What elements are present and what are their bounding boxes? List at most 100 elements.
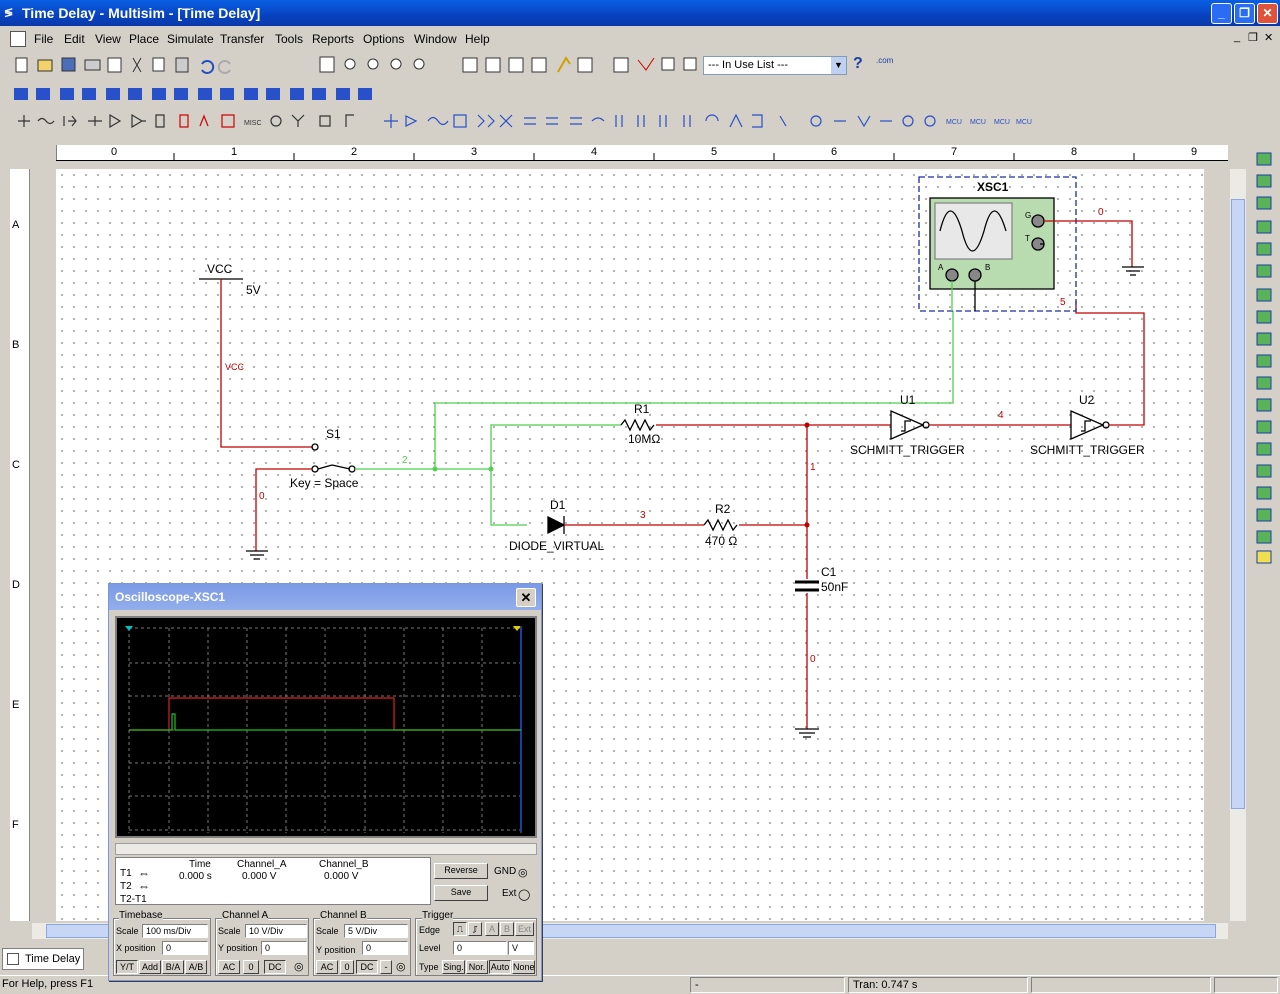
- close-button[interactable]: ✕: [1257, 3, 1278, 24]
- ruler-vertical: A B C D E F: [10, 169, 30, 921]
- maximize-button[interactable]: ❐: [1234, 3, 1255, 24]
- save-button[interactable]: Save: [434, 885, 488, 901]
- vertical-scrollbar[interactable]: [1230, 169, 1246, 921]
- trigger-ext-button[interactable]: Ext: [515, 922, 534, 936]
- channel-a-dc-button[interactable]: DC: [264, 960, 286, 974]
- trigger-sing-button[interactable]: Sing.: [442, 960, 465, 974]
- mdi-close-button[interactable]: ✕: [1264, 32, 1274, 44]
- net-0-label-3: 0: [1098, 207, 1104, 218]
- ext-terminal-icon[interactable]: ◯: [518, 889, 531, 901]
- channel-a-zero-button[interactable]: 0: [243, 960, 259, 974]
- readout-t2t1: T2-T1: [120, 894, 147, 905]
- oscilloscope-screen[interactable]: [115, 616, 537, 838]
- mdi-minimize-button[interactable]: _: [1234, 31, 1241, 43]
- menu-file[interactable]: File: [34, 32, 54, 46]
- t2-arrows-icon[interactable]: ⇔: [138, 879, 150, 893]
- timebase-scale-field[interactable]: 100 ms/Div: [142, 924, 208, 938]
- oscilloscope-title-bar[interactable]: Oscilloscope-XSC1 ✕: [109, 584, 541, 610]
- menu-tools[interactable]: Tools: [275, 32, 304, 46]
- document-icon[interactable]: [10, 31, 26, 47]
- ba-button[interactable]: B/A: [162, 960, 184, 974]
- tab-time-delay[interactable]: Time Delay: [2, 948, 84, 970]
- s1-key-label: Key = Space: [290, 476, 359, 490]
- trigger-level-field[interactable]: 0: [453, 941, 507, 955]
- vertical-scroll-thumb[interactable]: [1231, 199, 1245, 809]
- menu-transfer[interactable]: Transfer: [220, 32, 265, 46]
- trigger-none-button[interactable]: None: [512, 960, 535, 974]
- channel-b-ac-button[interactable]: AC: [316, 960, 338, 974]
- menu-window[interactable]: Window: [414, 32, 457, 46]
- menu-reports[interactable]: Reports: [312, 32, 355, 46]
- t1-arrows-icon[interactable]: ⇔: [138, 866, 150, 880]
- channel-a-ypos-field[interactable]: 0: [261, 941, 307, 955]
- toolbar-align[interactable]: [8, 82, 388, 106]
- oscilloscope-grid: [125, 626, 522, 833]
- minimize-button[interactable]: _: [1211, 3, 1232, 24]
- yt-button[interactable]: Y/T: [116, 960, 138, 974]
- add-button[interactable]: Add: [139, 960, 161, 974]
- readout-cha: 0.000 V: [242, 871, 277, 882]
- channel-b-ypos-field[interactable]: 0: [362, 941, 408, 955]
- app-icon[interactable]: ≶: [4, 7, 14, 19]
- trigger-nor-button[interactable]: Nor.: [466, 960, 488, 974]
- oscilloscope-close-button[interactable]: ✕: [516, 588, 536, 607]
- u2-label[interactable]: U2: [1079, 393, 1095, 407]
- c1-value: 50nF: [821, 580, 849, 594]
- channel-b-minus-button[interactable]: -: [380, 960, 392, 974]
- gnd-terminal-icon[interactable]: ◎: [518, 867, 528, 879]
- menu-options[interactable]: Options: [363, 32, 405, 46]
- vcc-value: 5V: [246, 283, 261, 297]
- channel-b-scale-field[interactable]: 5 V/Div: [344, 924, 408, 938]
- s1-label[interactable]: S1: [326, 427, 341, 441]
- osc-pin-g: G: [1025, 211, 1032, 220]
- channel-b-terminal-icon[interactable]: ◎: [396, 961, 406, 973]
- oscilloscope-title: Oscilloscope-XSC1: [115, 590, 226, 604]
- trigger-auto-button[interactable]: Auto: [489, 960, 511, 974]
- reverse-button[interactable]: Reverse: [434, 863, 488, 879]
- trigger-b-button[interactable]: B: [500, 922, 514, 936]
- oscilloscope-window[interactable]: Oscilloscope-XSC1 ✕ Time Channel_A Chann…: [108, 583, 542, 981]
- web-icon[interactable]: .com: [876, 56, 894, 65]
- menu-edit[interactable]: Edit: [64, 32, 85, 46]
- instruments-toolbar[interactable]: [1252, 145, 1278, 575]
- in-use-list-value: --- In Use List ---: [708, 59, 789, 71]
- u1-label[interactable]: U1: [900, 393, 916, 407]
- menu-place[interactable]: Place: [129, 32, 160, 46]
- menu-view[interactable]: View: [95, 32, 121, 46]
- channel-a-terminal-icon[interactable]: ◎: [294, 961, 304, 973]
- chevron-down-icon[interactable]: ▼: [831, 57, 846, 74]
- xsc1-label[interactable]: XSC1: [977, 180, 1009, 194]
- vcc-label[interactable]: VCC: [207, 262, 233, 276]
- help-icon[interactable]: ?: [853, 55, 863, 72]
- oscilloscope-scrollbar[interactable]: [115, 843, 537, 855]
- mdi-restore-button[interactable]: ❐: [1248, 32, 1258, 44]
- trigger-a-button[interactable]: A: [485, 922, 499, 936]
- menu-help[interactable]: Help: [465, 32, 490, 46]
- channel-a-scale-field[interactable]: 10 V/Div: [245, 924, 307, 938]
- net-4-label: 4: [998, 410, 1004, 421]
- trigger-level-unit[interactable]: V: [508, 941, 534, 955]
- toolbar-row1-icons[interactable]: [10, 52, 1280, 78]
- ab-button[interactable]: A/B: [185, 960, 207, 974]
- svg-text:MCU: MCU: [946, 119, 962, 126]
- trigger-edge-label: Edge: [419, 925, 441, 935]
- r1-label[interactable]: R1: [634, 402, 650, 416]
- timebase-xpos-field[interactable]: 0: [162, 941, 208, 955]
- menu-bar: File Edit View Place Simulate Transfer T…: [0, 28, 1280, 50]
- rising-edge-icon[interactable]: ⎍: [453, 922, 467, 936]
- readout-cha-header: Channel_A: [237, 859, 287, 870]
- readout-chb: 0.000 V: [324, 871, 359, 882]
- in-use-list-dropdown[interactable]: --- In Use List --- ▼: [703, 56, 847, 75]
- u2-model: SCHMITT_TRIGGER: [1030, 443, 1145, 457]
- channel-a-ac-button[interactable]: AC: [218, 960, 240, 974]
- channel-b-zero-button[interactable]: 0: [340, 960, 354, 974]
- channel-b-dc-button[interactable]: DC: [356, 960, 378, 974]
- c1-label[interactable]: C1: [821, 565, 837, 579]
- ruler-col-0: 0: [111, 146, 118, 158]
- d1-label[interactable]: D1: [550, 498, 566, 512]
- r2-label[interactable]: R2: [715, 502, 731, 516]
- ruler-col-8: 8: [1071, 146, 1078, 158]
- falling-edge-icon[interactable]: ⎎: [468, 922, 482, 936]
- menu-simulate[interactable]: Simulate: [167, 32, 214, 46]
